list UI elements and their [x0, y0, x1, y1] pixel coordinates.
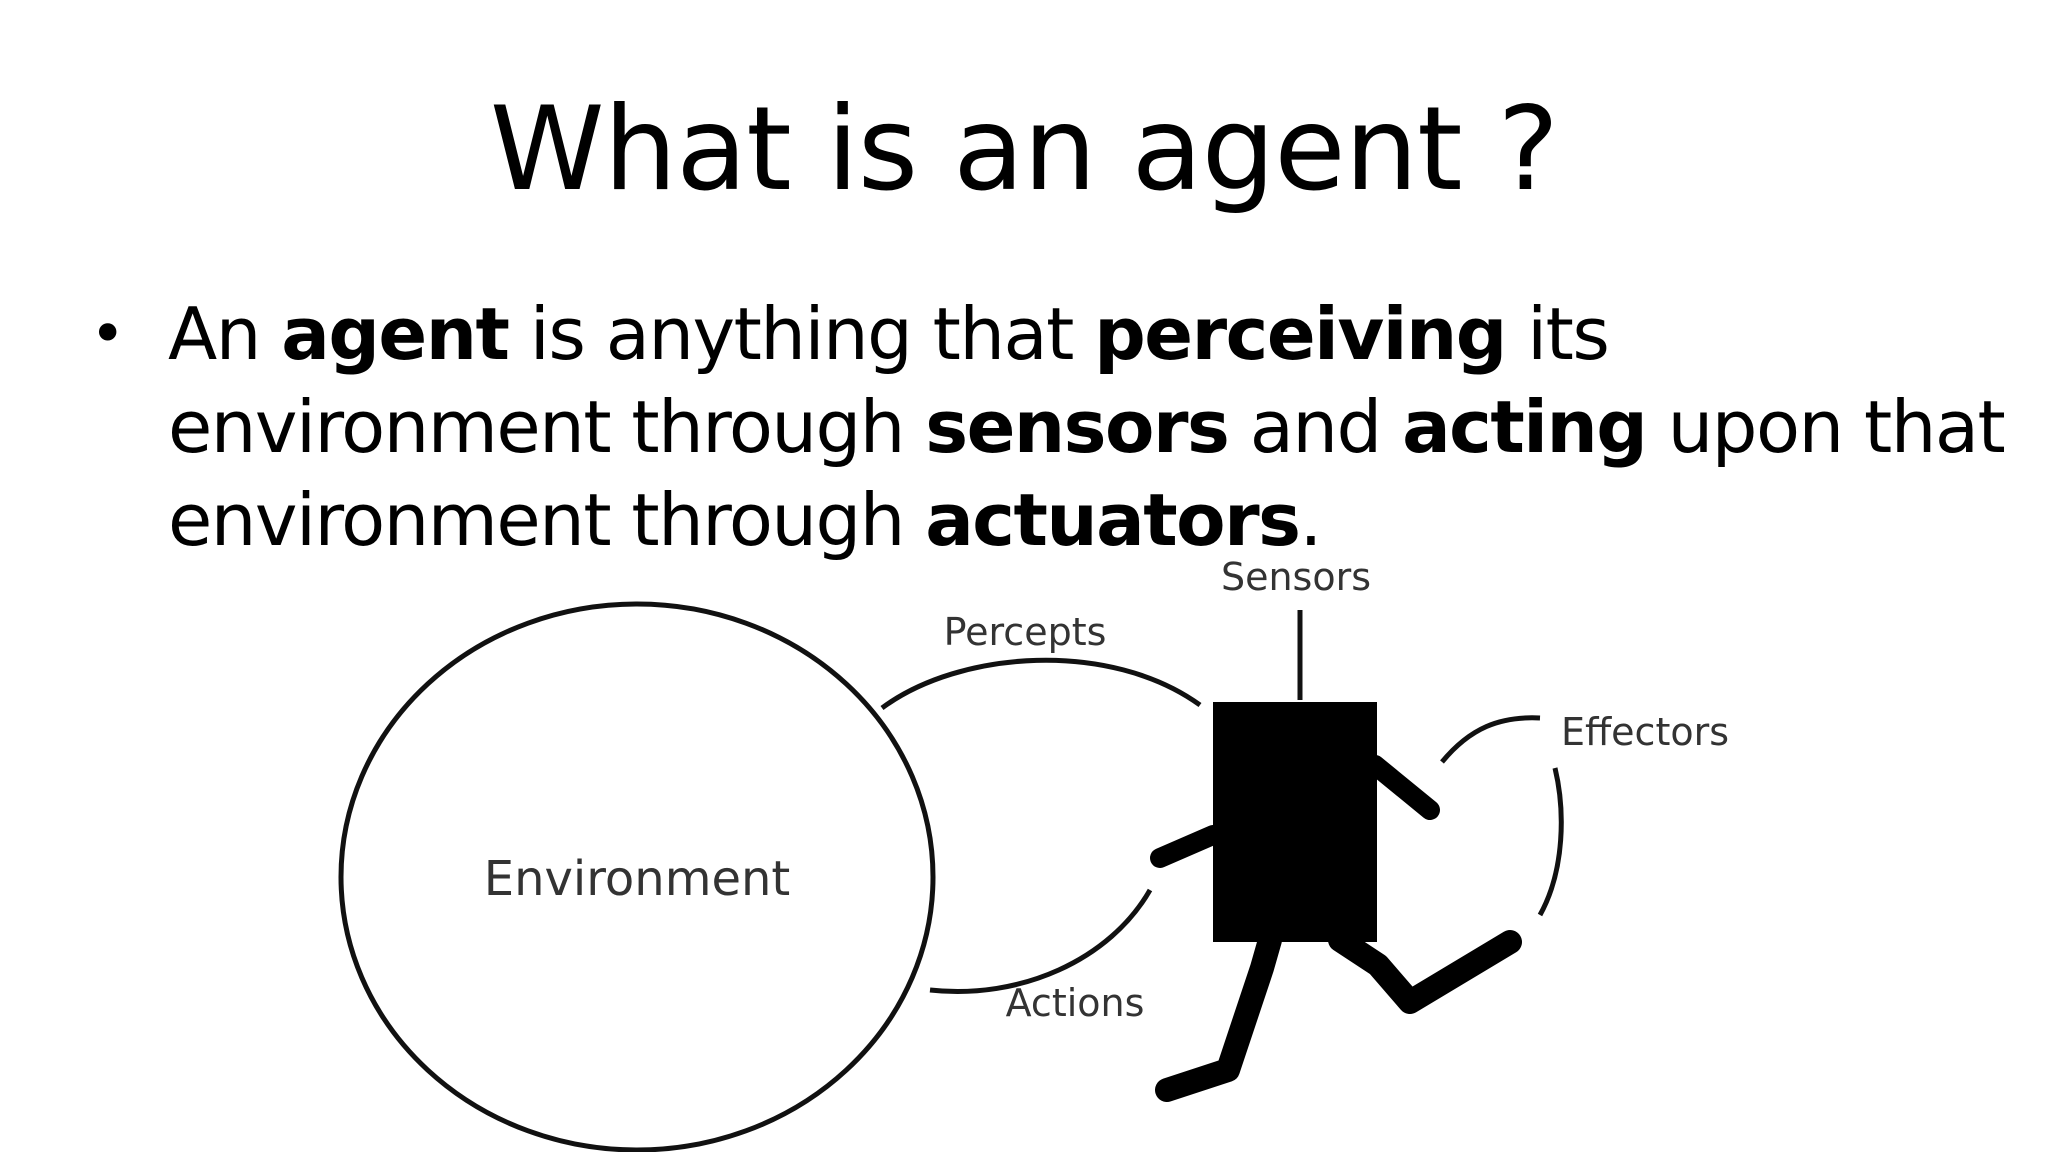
bullet-segment-bold: agent: [281, 292, 510, 376]
percepts-arc: [880, 657, 1202, 711]
effectors-arc-side: [1537, 767, 1564, 917]
bullet-segment-bold: sensors: [925, 385, 1230, 469]
bullet-point: • An agent is anything that perceiving i…: [78, 288, 2028, 567]
actions-arc: [929, 888, 1153, 994]
effectors-label: Effectors: [1561, 710, 1729, 754]
bullet-segment: upon that environment through: [168, 385, 2006, 562]
environment-label: Environment: [484, 851, 791, 907]
effectors-arc-top: [1440, 715, 1541, 764]
environment-circle: [338, 601, 936, 1152]
agent-leg-left: [1155, 928, 1282, 1102]
bullet-segment-bold: perceiving: [1094, 292, 1507, 376]
agent-leg-right: [1328, 928, 1522, 1014]
bullet-segment: is anything that: [508, 292, 1095, 376]
actions-label: Actions: [1006, 981, 1145, 1025]
agent-body: [1213, 702, 1377, 942]
bullet-text: An agent is anything that perceiving its…: [168, 288, 2028, 567]
bullet-segment: .: [1299, 478, 1323, 562]
bullet-segment-bold: actuators: [925, 478, 1301, 562]
bullet-segment: its environment through: [168, 292, 1610, 469]
sensors-label: Sensors: [1221, 555, 1371, 599]
percepts-label: Percepts: [944, 610, 1107, 654]
bullet-icon: •: [90, 299, 125, 369]
bullet-segment-bold: acting: [1402, 385, 1648, 469]
slide-title: What is an agent ?: [489, 82, 1559, 217]
bullet-segment: and: [1228, 385, 1403, 469]
agent-arm-right: [1365, 755, 1440, 820]
bullet-segment: An: [168, 292, 282, 376]
agent-arm-left: [1150, 825, 1223, 868]
